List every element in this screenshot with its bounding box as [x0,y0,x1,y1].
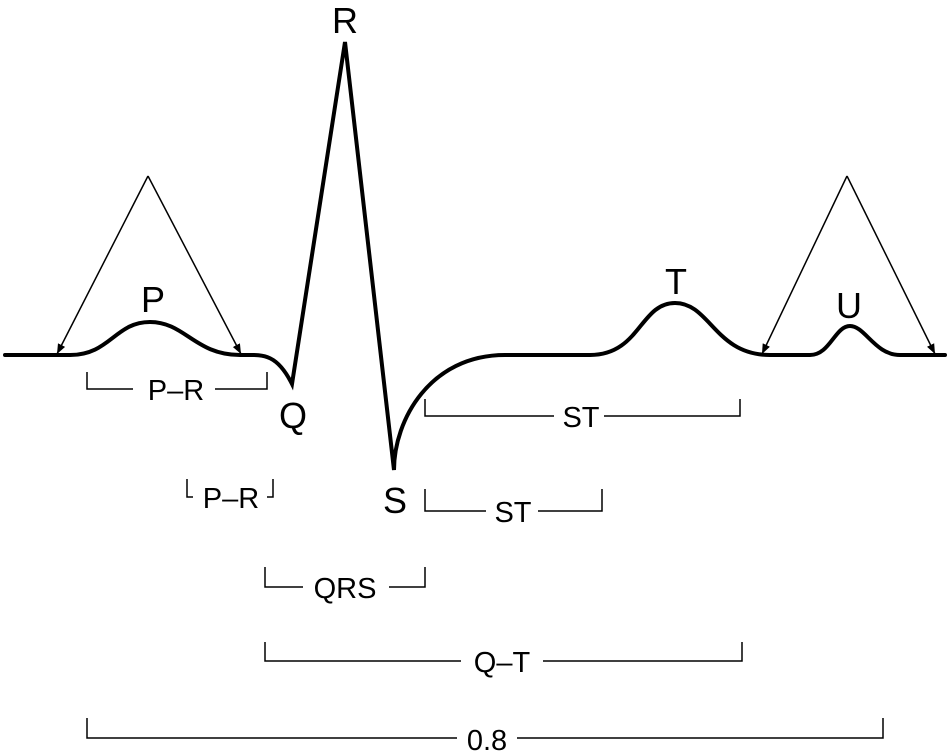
u-wave-arrows [761,175,936,355]
bracket-total: 0.8 [86,718,884,753]
bracket-st-long-label: ST [562,402,599,434]
bracket-qt-label: Q–T [474,647,531,679]
bracket-qrs-label: QRS [314,573,377,605]
bracket-total-label: 0.8 [467,725,507,753]
label-t: T [665,261,687,302]
bracket-st-long: ST [424,399,741,434]
label-q: Q [279,395,307,436]
bracket-pr-short: P–R [186,479,274,515]
bracket-pr-long-label: P–R [148,375,204,407]
label-u: U [836,285,862,326]
bracket-pr-long: P–R [86,372,268,407]
bracket-st-short: ST [424,489,603,529]
bracket-st-short-label: ST [494,497,531,529]
label-s: S [383,480,407,521]
bracket-qrs: QRS [264,567,426,605]
label-p: P [141,279,165,320]
bracket-qt: Q–T [264,642,743,679]
p-wave-arrows [56,175,242,355]
bracket-pr-short-label: P–R [203,483,259,515]
label-r: R [332,0,358,41]
ecg-waveform [3,41,947,471]
